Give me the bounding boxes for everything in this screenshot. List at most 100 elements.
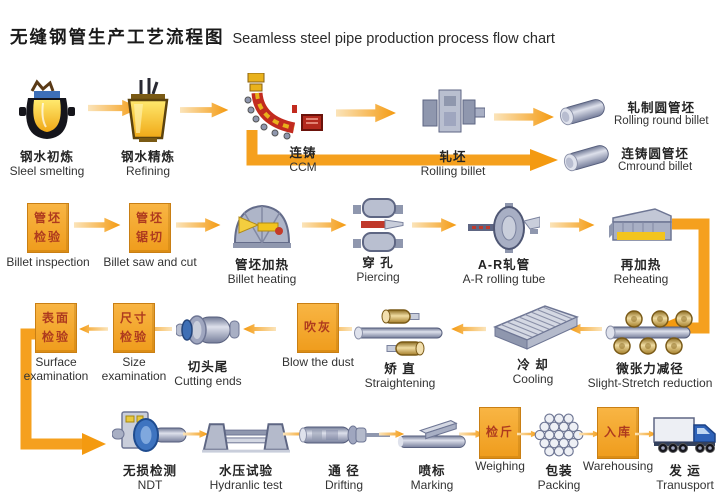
step-label-en: Warehousing — [582, 459, 654, 473]
process-box: 管坯 检验 — [27, 203, 69, 253]
step-hydraulic-test: 水压试验 Hydranlic test — [202, 408, 290, 493]
ladle-icon — [10, 76, 84, 148]
marking-machine-icon — [397, 408, 467, 462]
flow-arrow-right-icon — [579, 424, 601, 444]
step-label-zh: 连铸 — [289, 146, 317, 160]
round-billet-icon — [562, 138, 614, 181]
flow-arrow-right-icon — [336, 100, 398, 126]
step-piercing: 穿 孔 Piercing — [350, 198, 406, 285]
process-box: 吹灰 — [297, 303, 339, 353]
flow-arrow-left-icon — [78, 318, 108, 340]
step-label-zh: 矫 直 — [384, 362, 416, 376]
step-surface-examination: 表面 检验 Surface examination — [16, 300, 96, 384]
refining-furnace-icon — [119, 76, 177, 148]
step-billet-heating: 管坯加热 Billet heating — [226, 200, 298, 287]
step-label-en: Blow the dust — [281, 355, 355, 369]
step-rolling-round-billet: 轧制圆管坯 Rolling round billet — [558, 92, 709, 135]
assel-mill-icon — [468, 200, 540, 256]
flow-arrow-right-icon — [550, 214, 596, 236]
step-label-en: Drifting — [324, 477, 363, 492]
billet-rolling-mill-icon — [421, 76, 485, 148]
step-label-en: CCM — [289, 159, 317, 174]
stretch-reducing-mill-icon — [604, 304, 696, 360]
flow-arrow-left-icon — [242, 318, 276, 340]
step-label-zh: 微张力减径 — [616, 362, 684, 376]
step-label-en: Sleel smelting — [9, 163, 85, 178]
step-label-en: Billet heating — [227, 271, 297, 286]
step-drifting: 通 径 Drifting — [299, 408, 390, 493]
step-label-en: Reheating — [613, 271, 669, 286]
step-blow-dust: 吹灰 Blow the dust — [280, 300, 356, 370]
step-marking: 喷标 Marking — [397, 408, 467, 493]
step-size-examination: 尺寸 检验 Size examination — [96, 300, 172, 384]
step-label-en: Cooling — [512, 371, 554, 386]
step-label-zh: 包装 — [545, 464, 573, 478]
cooling-bed-icon — [487, 300, 579, 356]
step-label-zh: 冷 却 — [517, 358, 549, 372]
flow-arrow-right-icon — [494, 104, 556, 130]
flow-arrow-right-icon — [635, 424, 657, 444]
step-labels: 连铸圆管坯 Cmround billet — [618, 145, 692, 175]
step-label-zh: 轧制圆管坯 — [627, 100, 696, 115]
title-english: Seamless steel pipe production process f… — [232, 31, 555, 47]
step-weighing: 检斤 Weighing — [475, 406, 525, 474]
flow-arrow-left-icon — [568, 318, 602, 340]
step-rolling-billet: 轧坯 Rolling billet — [420, 76, 486, 179]
step-label-en: Hydranlic test — [209, 477, 283, 492]
step-label-en: Size examination — [101, 355, 167, 383]
step-label-zh: 通 径 — [328, 464, 360, 478]
flow-arrow-right-icon — [183, 424, 209, 444]
step-label-zh: 切头尾 — [187, 360, 229, 374]
step-label-zh: 钢水初炼 — [19, 150, 74, 164]
process-box: 入库 — [597, 407, 639, 459]
step-label-zh: 连铸圆管坯 — [621, 146, 689, 161]
process-box: 检斤 — [479, 407, 521, 459]
title-chinese: 无缝钢管生产工艺流程图 — [10, 27, 225, 47]
flow-arrow-right-icon — [88, 96, 142, 120]
flow-arrow-right-icon — [517, 424, 539, 444]
step-label-zh: 轧坯 — [439, 150, 467, 164]
step-straightening: 矫 直 Straightening — [354, 304, 446, 391]
step-ar-rolling: A-R轧管 A-R rolling tube — [462, 200, 546, 287]
flow-arrow-left-icon — [450, 318, 486, 340]
step-label-zh: 再加热 — [620, 258, 662, 272]
round-billet-icon — [558, 92, 610, 135]
step-cast-round-billet: 连铸圆管坯 Cmround billet — [562, 138, 692, 181]
step-label-en: NDT — [137, 477, 163, 492]
step-label-en: Weighing — [475, 459, 525, 473]
step-label-en: Cmround billet — [618, 161, 693, 174]
step-steel-smelting: 钢水初炼 Sleel smelting — [8, 76, 86, 179]
step-continuous-casting: 连铸 CCM — [230, 72, 330, 175]
step-label-en: Piercing — [356, 269, 400, 284]
hydraulic-tester-icon — [202, 408, 290, 462]
step-labels: 连铸 CCM — [289, 144, 316, 175]
step-label-zh: 钢水精炼 — [120, 150, 175, 164]
step-stretch-reduction: 微张力减径 Slight-Stretch reduction — [588, 304, 712, 391]
drifting-machine-icon — [298, 408, 390, 462]
step-billet-inspection: 管坯 检验 Billet inspection — [6, 200, 90, 270]
step-label-zh: 穿 孔 — [362, 256, 394, 270]
step-label-zh: 发 运 — [669, 464, 701, 478]
step-packing: 包装 Packing — [534, 408, 584, 493]
step-billet-saw: 管坯 锯切 Billet saw and cut — [103, 200, 197, 270]
ndt-machine-icon — [112, 408, 188, 462]
step-label-en: Refining — [125, 163, 171, 178]
process-box: 尺寸 检验 — [113, 303, 155, 353]
step-label-en: Marking — [410, 477, 454, 492]
flow-arrow-right-icon — [176, 214, 222, 236]
step-label-zh: A-R轧管 — [477, 258, 531, 272]
page-title: 无缝钢管生产工艺流程图 Seamless steel pipe productio… — [10, 24, 555, 49]
process-box: 管坯 锯切 — [129, 203, 171, 253]
step-label-zh: 喷标 — [418, 464, 446, 478]
connector-ccm-to-cast-billet — [246, 130, 558, 171]
step-label-en: Packing — [537, 477, 581, 492]
step-label-en: Rolling billet — [420, 163, 486, 178]
step-label-en: Surface examination — [23, 355, 89, 383]
step-refining: 钢水精炼 Refining — [118, 76, 178, 179]
step-label-en: Tranusport — [656, 477, 714, 492]
flow-arrow-right-icon — [379, 424, 405, 444]
flow-arrow-right-icon — [302, 214, 348, 236]
step-label-en: Billet saw and cut — [103, 255, 197, 269]
reheating-furnace-icon — [609, 200, 673, 256]
